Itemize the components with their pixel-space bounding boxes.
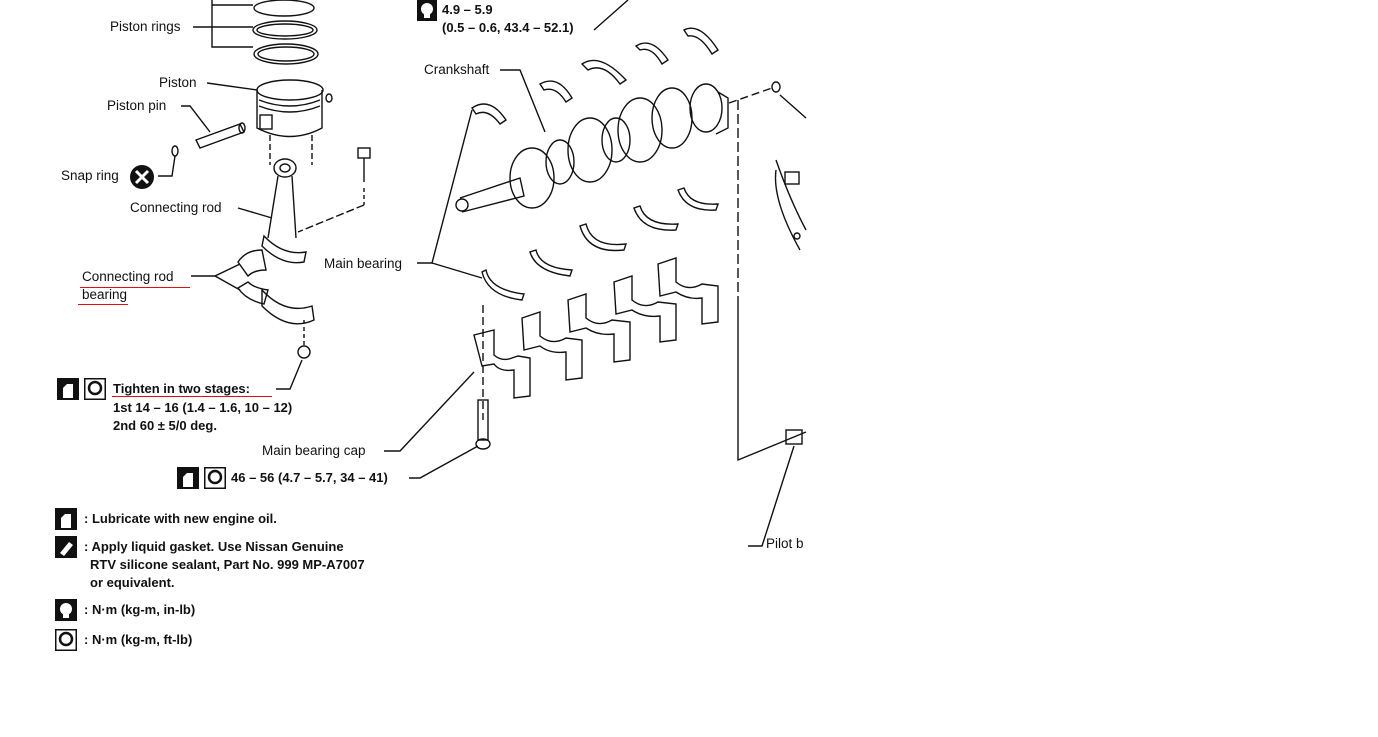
- piston-drawing: [206, 79, 333, 165]
- label-connecting-rod-bearing-2: bearing: [82, 287, 128, 302]
- torque-ftlb-icon: [84, 378, 106, 400]
- cap-torque-value: 46 – 56 (4.7 – 5.7, 34 – 41): [231, 470, 388, 485]
- torque-inlb-icon: [55, 599, 77, 621]
- legend-lubricate: : Lubricate with new engine oil.: [84, 511, 277, 526]
- tighten-stage1: 1st 14 – 16 (1.4 – 1.6, 10 – 12): [113, 400, 293, 415]
- legend-nm-ftlb: : N·m (kg-m, ft-lb): [84, 632, 193, 647]
- torque-inlb-icon: [417, 0, 437, 21]
- torque-ftlb-icon-cap: [204, 467, 226, 489]
- main-bearing-caps: [384, 257, 719, 479]
- label-snap-ring: Snap ring: [61, 168, 119, 183]
- label-piston: Piston: [159, 75, 197, 90]
- legend-equivalent: or equivalent.: [90, 575, 175, 590]
- piston-rings-drawing: [193, 0, 319, 65]
- oil-can-icon-cap: [177, 467, 199, 489]
- tighten-stage2: 2nd 60 ± 5/0 deg.: [113, 418, 217, 433]
- top-torque-units: (0.5 – 0.6, 43.4 – 52.1): [442, 20, 574, 35]
- legend-nm-inlb: : N·m (kg-m, in-lb): [84, 602, 196, 617]
- tighten-title: Tighten in two stages:: [113, 381, 250, 396]
- replace-part-icon: [130, 165, 154, 189]
- label-pilot: Pilot b: [766, 536, 804, 551]
- upper-main-bearings: [471, 27, 719, 125]
- lower-main-bearings: [417, 109, 719, 301]
- label-connecting-rod: Connecting rod: [130, 200, 222, 215]
- label-connecting-rod-bearing-1: Connecting rod: [82, 269, 174, 284]
- cylinder-block-outline: [593, 0, 807, 547]
- crankshaft-drawing: [455, 69, 781, 300]
- rod-bearing-drawing: [191, 249, 315, 390]
- oil-can-icon: [57, 378, 79, 400]
- connecting-rod-drawing: [237, 147, 371, 264]
- piston-pin-drawing: [181, 105, 246, 149]
- red-underline-tighten: [112, 396, 272, 397]
- label-piston-pin: Piston pin: [107, 98, 167, 113]
- label-piston-rings: Piston rings: [110, 19, 181, 34]
- snap-ring-drawing: [158, 145, 179, 177]
- legend-rtv-sealant: RTV silicone sealant, Part No. 999 MP-A7…: [90, 557, 365, 572]
- top-torque-value: 4.9 – 5.9: [442, 2, 493, 17]
- label-main-bearing: Main bearing: [324, 256, 403, 271]
- liquid-gasket-icon: [55, 536, 77, 558]
- label-crankshaft: Crankshaft: [424, 62, 490, 77]
- red-underline-rod: [80, 287, 190, 288]
- oil-can-icon: [55, 508, 77, 530]
- legend-liquid-gasket: : Apply liquid gasket. Use Nissan Genuin…: [84, 539, 344, 554]
- torque-ftlb-icon: [55, 629, 77, 651]
- red-underline-bearing: [78, 304, 128, 305]
- label-main-bearing-cap: Main bearing cap: [262, 443, 366, 458]
